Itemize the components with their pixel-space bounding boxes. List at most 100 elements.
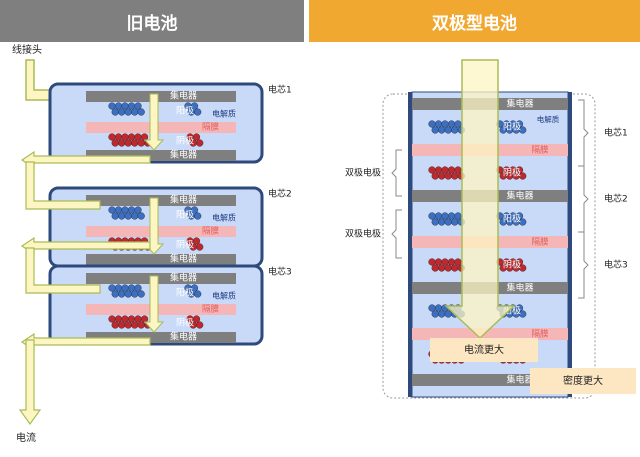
cathode-particles-sphere [196, 139, 204, 147]
layer-cathode-particles-sphere [431, 172, 439, 180]
current-label: 电流 [16, 431, 36, 444]
layer-cathode-particles-sphere [515, 258, 524, 266]
anode-particles-sphere [134, 284, 142, 292]
connector-label: 线接头 [12, 43, 42, 56]
cathode-particles-sphere [196, 321, 204, 329]
cathode-particles-sphere [108, 133, 116, 141]
layer-cathode-particles [428, 166, 465, 180]
anode-particles-sphere [127, 284, 136, 292]
cathode-label: 阴极 [176, 239, 194, 251]
layer-collector-label: 集电器 [506, 190, 533, 202]
anode-particles-sphere [131, 212, 139, 220]
cathode-particles-sphere [127, 133, 136, 141]
bipolar-bracket [391, 149, 402, 197]
cell-separator [86, 122, 236, 133]
cell-collector-top [86, 195, 236, 206]
anode-particles-sphere [121, 284, 129, 292]
anode-particles-sphere [127, 102, 136, 110]
layer-anode-particles-sphere [441, 212, 449, 220]
layer-anode-particles-sphere [444, 310, 452, 318]
collector-top-label: 集电器 [170, 90, 197, 102]
layer-anode-particles-sphere [438, 310, 446, 318]
current-flow-arrow [444, 59, 516, 340]
cell-2-label: 电芯2 [268, 188, 292, 200]
cell-collector-top [86, 91, 236, 102]
old-battery-title: 旧电池 [126, 13, 178, 34]
cathode-particles-sphere [118, 321, 126, 329]
anode-particles-sphere [124, 290, 132, 298]
layer-cathode-particles-sphere [434, 258, 443, 266]
layer-cathode-particles-sphere [447, 166, 456, 174]
layer-separator [412, 328, 568, 340]
layer-cathode-particles-sphere [515, 166, 524, 174]
cell-bracket [578, 99, 589, 167]
cathode-particles [186, 237, 204, 251]
layer-anode-particles [428, 212, 465, 226]
cathode-particles-sphere [196, 243, 204, 251]
layer-cathode-particles-sphere [434, 166, 443, 174]
anode-particles [108, 102, 145, 116]
layer-cathode-particles-sphere [519, 172, 527, 180]
separator-label: 隔膜 [202, 122, 220, 133]
cathode-particles-sphere [121, 315, 129, 323]
bipolar-cell-2-label: 电芯2 [604, 193, 628, 205]
anode-label: 阳极 [176, 287, 194, 299]
layer-separator-label: 隔膜 [531, 145, 549, 156]
anode-particles-sphere [137, 108, 145, 116]
anode-particles-sphere [121, 102, 129, 110]
cathode-particles-sphere [140, 315, 149, 323]
layer-anode-particles [496, 120, 527, 134]
density-label-box [530, 368, 636, 394]
current-out-arrow [18, 339, 42, 426]
anode-particles-sphere [108, 284, 116, 292]
anode-particles-sphere [111, 108, 119, 116]
anode-particles-sphere [114, 102, 123, 110]
layer-anode-label: 阳极 [503, 213, 521, 225]
layer-cathode-particles [496, 258, 527, 272]
anode-label: 阳极 [176, 105, 194, 117]
separator-label: 隔膜 [202, 226, 220, 237]
electrolyte-label: 电解质 [212, 109, 236, 119]
layer-anode-particles-sphere [451, 218, 459, 226]
cathode-particles-sphere [134, 315, 142, 323]
bipolar-bracket [391, 209, 402, 259]
layer-cathode-particles-sphere [444, 172, 452, 180]
anode-particles-sphere [108, 102, 116, 110]
layer-anode-particles-sphere [441, 120, 449, 128]
anode-particles-sphere [137, 212, 145, 220]
layer-cathode-particles-sphere [454, 166, 462, 174]
layer-anode-particles-sphere [428, 120, 436, 128]
collector-bottom-label: 集电器 [170, 253, 197, 265]
layer-cathode-particles [428, 258, 465, 272]
cell-separator [86, 226, 236, 237]
stack-edge-left [408, 92, 412, 397]
bipolar-current-label: 电流更大 [464, 343, 504, 356]
separator-label: 隔膜 [202, 304, 220, 315]
anode-particles-sphere [131, 108, 139, 116]
anode-particles [184, 206, 202, 220]
layer-anode-particles [496, 212, 527, 226]
cell-collector-bottom [86, 150, 236, 161]
cathode-label: 阴极 [176, 135, 194, 147]
anode-particles [108, 284, 145, 298]
cathode-particles-sphere [192, 237, 201, 245]
layer-anode-particles-sphere [434, 212, 443, 220]
layer-cathode-particles-sphere [428, 166, 436, 174]
entry-arrow [25, 161, 101, 210]
anode-particles-sphere [111, 290, 119, 298]
layer-cathode-particles-sphere [454, 258, 462, 266]
layer-anode-particles-sphere [434, 120, 443, 128]
cathode-label: 阴极 [176, 317, 194, 329]
layer-anode-particles-sphere [515, 120, 524, 128]
layer-cathode-label: 阴极 [503, 259, 521, 271]
electrolyte-label: 电解质 [212, 291, 236, 301]
cathode-particles [186, 133, 204, 147]
anode-particles-sphere [131, 290, 139, 298]
layer-anode-particles-sphere [519, 218, 527, 226]
layer-anode-particles-sphere [431, 218, 439, 226]
layer-anode-particles-sphere [454, 212, 462, 220]
layer-collector-label: 集电器 [506, 98, 533, 110]
bipolar-battery-header: 双极型电池 [309, 0, 640, 42]
anode-particles-sphere [114, 206, 123, 214]
